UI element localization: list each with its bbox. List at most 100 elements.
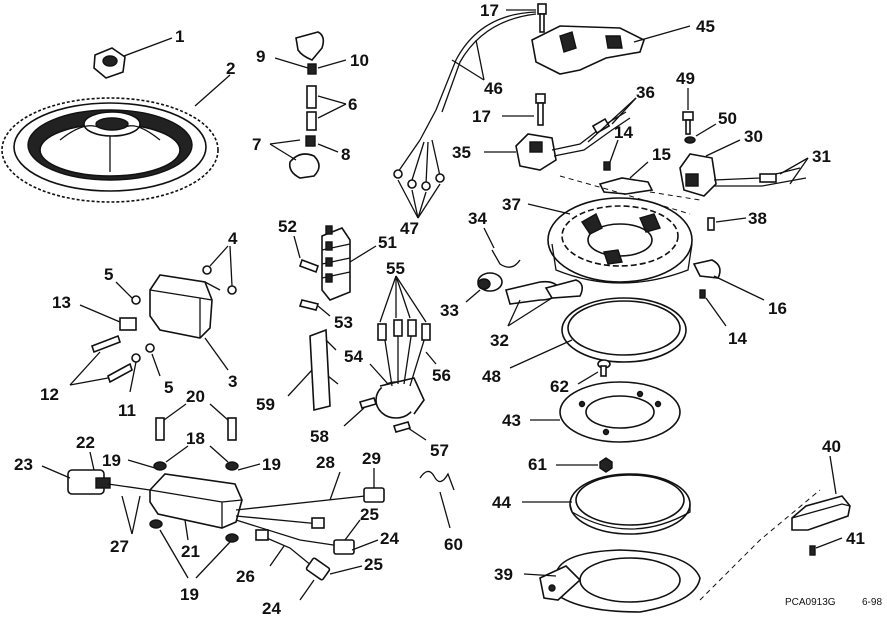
label-57: 57 [430,441,449,460]
label-45: 45 [696,17,715,36]
part-39-base-plate [539,549,701,613]
label-3: 3 [228,372,237,391]
label-14a: 14 [614,123,633,142]
label-17b: 17 [472,107,491,126]
part-19-washers-lower [149,519,239,543]
label-5b: 5 [164,378,173,397]
label-14b: 14 [728,329,747,348]
part-41-screw [809,545,816,556]
part-17-screw-lower [535,93,546,126]
part-46-harness [419,11,537,141]
label-26: 26 [236,567,255,586]
label-28: 28 [316,453,335,472]
part-1-nut [93,47,126,79]
part-37-armature-plate [547,197,693,284]
label-47: 47 [400,219,419,238]
part-56-leads [377,319,431,387]
label-21: 21 [181,542,200,561]
part-36-leads [551,111,631,157]
label-18: 18 [186,429,205,448]
label-5a: 5 [104,265,113,284]
label-53: 53 [334,313,353,332]
footer-date: 6-98 [862,597,882,608]
part-8-terminal [305,135,316,147]
part-33-bushing [477,272,503,292]
part-7-boot [288,153,320,179]
part-38-screw [707,217,715,231]
part-61-nut [599,457,613,473]
label-2: 2 [226,59,235,78]
label-34: 34 [468,209,487,228]
label-6: 6 [348,95,357,114]
label-1: 1 [175,27,184,46]
label-31: 31 [812,147,831,166]
label-44: 44 [492,493,511,512]
label-19c: 19 [180,585,199,604]
label-59: 59 [256,395,275,414]
part-3-power-pack [149,274,221,339]
part-57-screw [392,421,412,433]
footer-code: PCA0913G [785,597,836,608]
label-9: 9 [256,47,265,66]
label-39: 39 [494,565,513,584]
label-35: 35 [452,143,471,162]
part-20-screws [155,417,237,441]
label-33: 33 [440,301,459,320]
label-38: 38 [748,209,767,228]
label-54: 54 [344,347,363,366]
part-45-timer-base [531,25,645,75]
label-43: 43 [502,411,521,430]
label-50: 50 [718,109,737,128]
label-8: 8 [341,145,350,164]
label-29: 29 [362,449,381,468]
part-18-washers [153,461,239,471]
part-16-clamp [692,259,721,279]
label-58: 58 [310,427,329,446]
label-36: 36 [636,83,655,102]
label-25a: 25 [360,505,379,524]
part-14-screw-upper [603,161,611,171]
part-10-terminal [307,63,317,75]
label-24b: 24 [262,599,281,618]
part-29-connector [363,487,385,503]
label-11: 11 [118,401,136,420]
label-20: 20 [186,387,205,406]
part-5-washer-upper [131,295,141,305]
part-6-lead [306,85,317,131]
label-49: 49 [676,69,695,88]
label-12: 12 [40,385,59,404]
part-27-lead [107,483,151,491]
label-61: 61 [528,455,547,474]
part-34-spring [491,249,521,268]
part-54-rectifier [375,377,425,419]
label-27: 27 [110,537,129,556]
part-47-terminals [393,139,445,191]
label-60: 60 [444,535,463,554]
part-26-wire [255,529,313,567]
part-59-bracket [309,328,339,412]
part-62-screw [597,359,611,377]
label-4: 4 [228,229,238,248]
part-12-screws [90,334,133,384]
part-31-leads [713,167,807,187]
label-40: 40 [822,437,841,456]
part-22-spark-plug-boot [67,469,111,495]
part-32-link [505,279,584,305]
label-10: 10 [350,51,369,70]
label-62: 62 [550,377,569,396]
label-16: 16 [768,299,787,318]
part-35-sensor [515,133,557,171]
label-32: 32 [490,331,509,350]
part-21-ignition-coil [149,473,243,529]
part-60-clip [419,470,455,491]
part-30-coil [679,153,717,197]
label-51: 51 [378,233,397,252]
label-56: 56 [432,366,451,385]
label-24a: 24 [380,529,399,548]
part-48-ring [561,297,687,363]
label-25b: 25 [364,555,383,574]
part-28-wires [235,495,366,547]
label-13: 13 [52,293,71,312]
label-37: 37 [502,195,521,214]
